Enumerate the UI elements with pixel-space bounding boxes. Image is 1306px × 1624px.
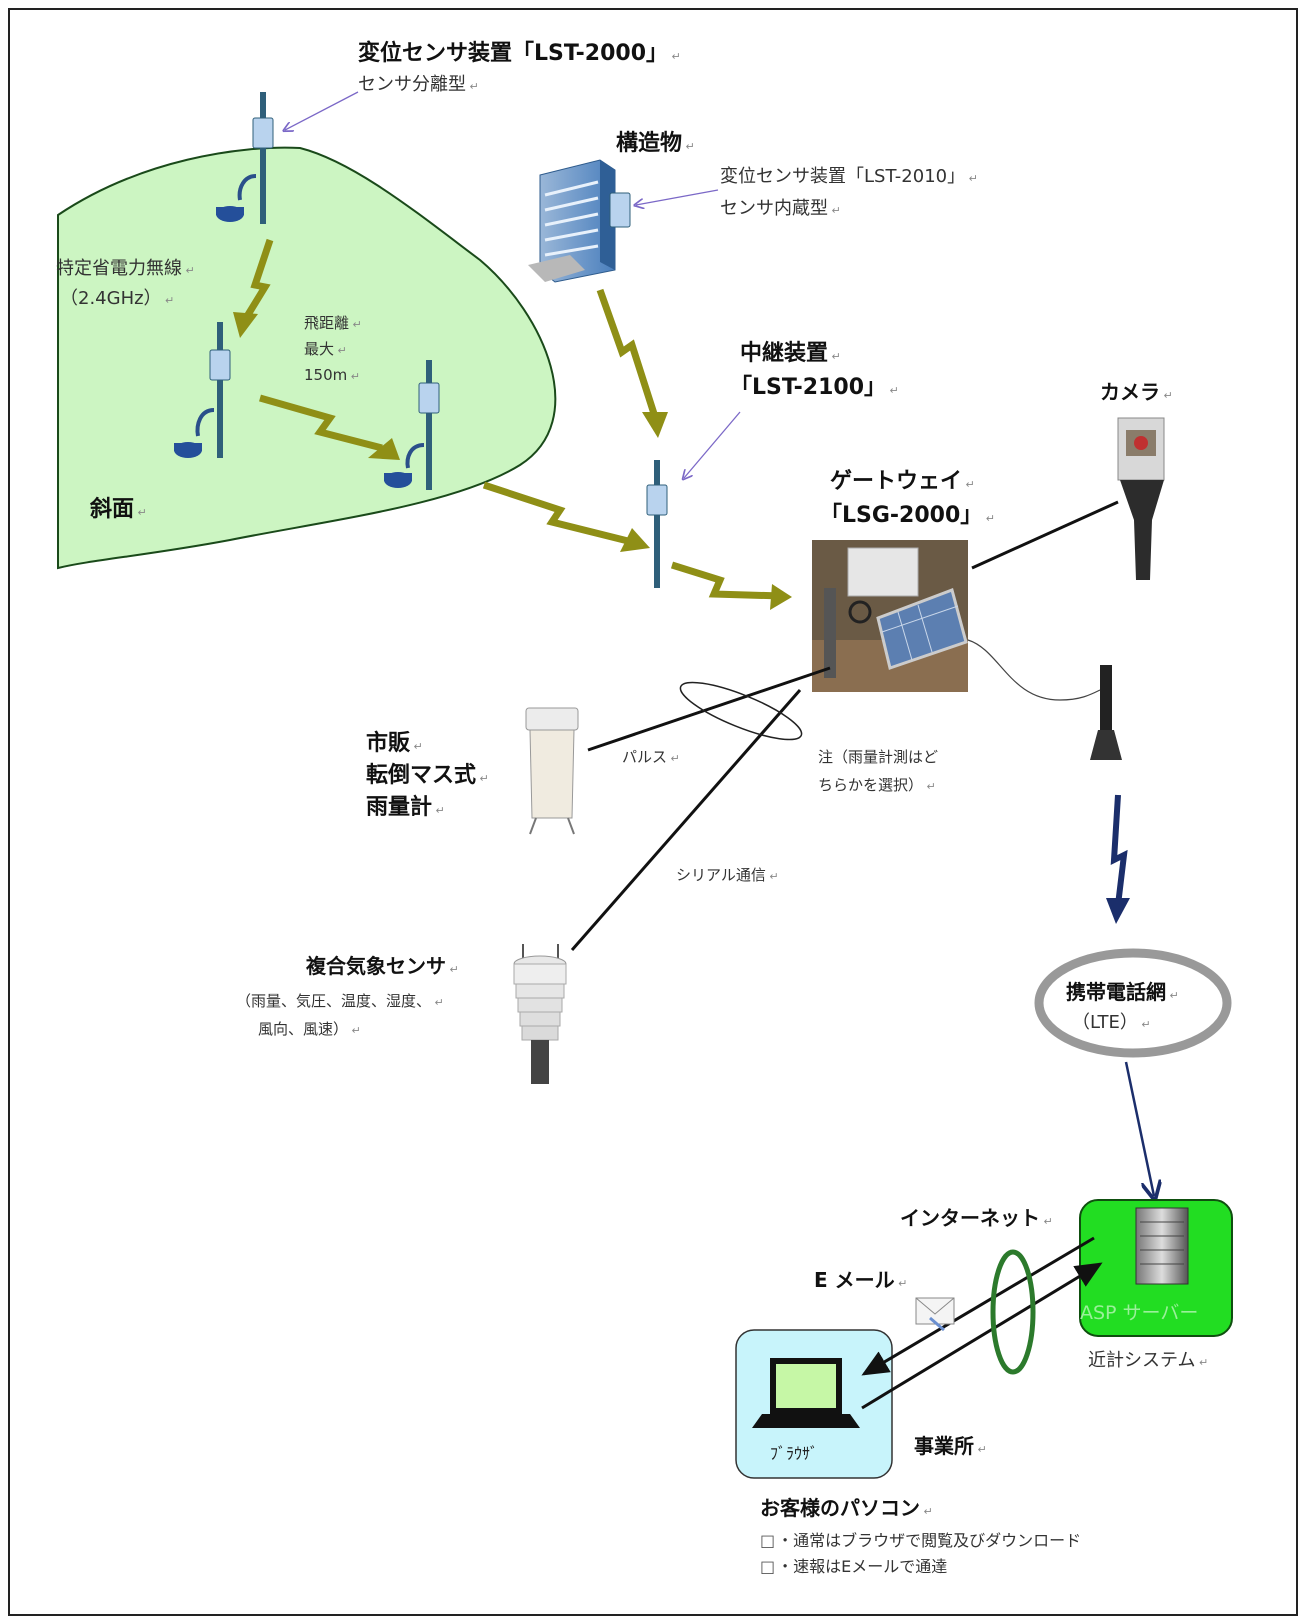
sensor-lst2010-title: 変位センサ装置「LST-2010」 xyxy=(720,166,978,189)
gateway-label-line2: 「LSG-2000」 xyxy=(820,502,995,530)
weather-sensor-icon xyxy=(513,944,567,1084)
radio-arrowheads xyxy=(233,312,792,610)
lte-arrow xyxy=(1110,794,1128,906)
internet-ring xyxy=(990,1249,1036,1375)
rain-gauge-icon xyxy=(525,707,579,835)
range-label-line1: 飛距離 xyxy=(304,314,362,333)
relay-label-line2: 「LST-2100」 xyxy=(730,374,899,402)
radio-arrows xyxy=(243,238,783,600)
note-label-line1: 注（雨量計測はど xyxy=(818,748,939,766)
email-label: E メール xyxy=(814,1268,907,1293)
sensor-pole-lst2000 xyxy=(216,92,274,224)
gateway-photo xyxy=(812,540,968,692)
sensor-lst2000-subtitle: センサ分離型 xyxy=(358,74,479,97)
server-label: ASP サーバー xyxy=(1080,1302,1199,1324)
pulse-label: パルス xyxy=(622,748,680,767)
gateway-label-line1: ゲートウェイ xyxy=(830,468,975,496)
customer-pc-title: お客様のパソコン xyxy=(760,1496,933,1521)
structure-label: 構造物 xyxy=(616,130,695,158)
serial-label: シリアル通信 xyxy=(676,866,779,885)
camera-link xyxy=(971,500,1119,570)
note-bullet-1: ・通常はブラウザで閲覧及びダウンロード xyxy=(760,1528,1081,1554)
raingauge-label-line3: 雨量計 xyxy=(366,794,445,822)
cellnet-to-server xyxy=(1124,1061,1154,1196)
leader-relay xyxy=(684,411,741,478)
sensor-lst2010-subtitle: センサ内蔵型 xyxy=(720,198,841,221)
cellnet-subtitle: （LTE） xyxy=(1072,1012,1151,1035)
radio-label-line1: 特定省電力無線 xyxy=(56,258,195,281)
radio-label-line2: （2.4GHz） xyxy=(60,288,174,311)
pulse-link xyxy=(587,666,831,752)
serial-link xyxy=(570,689,802,951)
camera-icon xyxy=(1117,417,1165,580)
pc-to-server-arrow xyxy=(861,1262,1103,1410)
note-bullet-2: ・速報はEメールで通達 xyxy=(760,1554,1081,1580)
range-label-line3: 150m xyxy=(304,366,360,385)
select-ellipse xyxy=(679,681,803,741)
browser-label: ﾌﾞﾗｳｻﾞ xyxy=(770,1444,819,1463)
antenna-icon xyxy=(1090,665,1122,760)
sensor-pole-3 xyxy=(384,360,440,490)
relay-pole xyxy=(646,460,668,588)
sensor-lst2000-title: 変位センサ装置「LST-2000」 xyxy=(358,40,681,68)
raingauge-label-line1: 市販 xyxy=(366,730,423,758)
sensor-pole-2 xyxy=(174,322,231,458)
antenna-cable xyxy=(967,639,1101,701)
note-label-line2: ちらかを選択） xyxy=(818,776,936,795)
weather-sensor-sub2: 風向、風速） xyxy=(258,1020,361,1039)
laptop-icon xyxy=(752,1358,860,1428)
weather-sensor-sub1: （雨量、気圧、温度、湿度、 xyxy=(236,992,444,1011)
server-to-pc-arrow xyxy=(861,1236,1095,1376)
slope-label: 斜面 xyxy=(90,496,147,524)
cellnet-title: 携帯電話網 xyxy=(1066,980,1179,1005)
customer-pc-notes: ・通常はブラウザで閲覧及びダウンロード ・速報はEメールで通達 xyxy=(760,1528,1081,1579)
camera-label: カメラ xyxy=(1100,380,1173,405)
raingauge-label-line2: 転倒マス式 xyxy=(366,762,489,790)
range-label-line2: 最大 xyxy=(304,340,347,359)
envelope-icon xyxy=(915,1297,955,1332)
relay-label-line1: 中継装置 xyxy=(740,340,841,368)
leader-lst2000 xyxy=(285,91,359,130)
office-label: 事業所 xyxy=(914,1434,987,1459)
server-icon xyxy=(1135,1207,1189,1285)
building-icon xyxy=(528,159,631,283)
diagram-frame xyxy=(8,8,1298,1616)
system-label: 近計システム xyxy=(1088,1350,1208,1373)
weather-sensor-title: 複合気象センサ xyxy=(306,954,459,979)
internet-label: インターネット xyxy=(900,1206,1053,1231)
leader-lst2010 xyxy=(636,189,719,205)
